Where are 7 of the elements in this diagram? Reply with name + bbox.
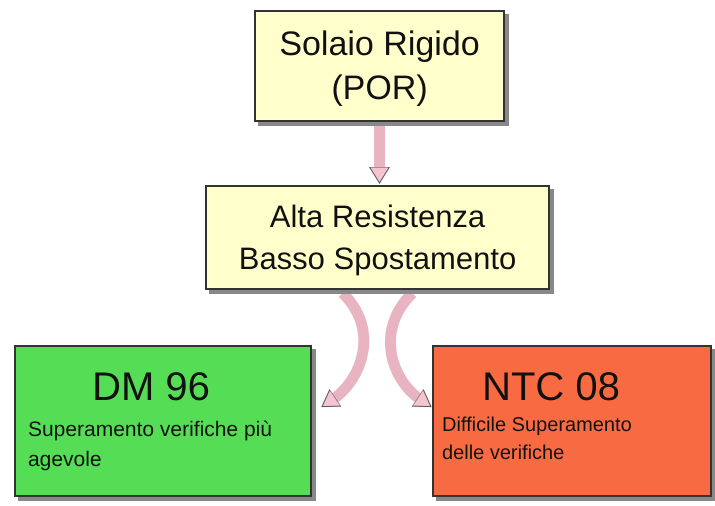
box-heading: DM 96: [92, 364, 210, 411]
box-description: Difficile Superamento delle verifiche: [442, 413, 633, 466]
box-heading: Alta Resistenza Basso Spostamento: [238, 198, 518, 278]
box-heading: NTC 08: [482, 364, 620, 411]
box-description: Superamento verifiche più agevole: [28, 417, 273, 473]
box-heading: Solaio Rigido (POR): [278, 24, 481, 109]
block-arrow: [369, 125, 390, 184]
